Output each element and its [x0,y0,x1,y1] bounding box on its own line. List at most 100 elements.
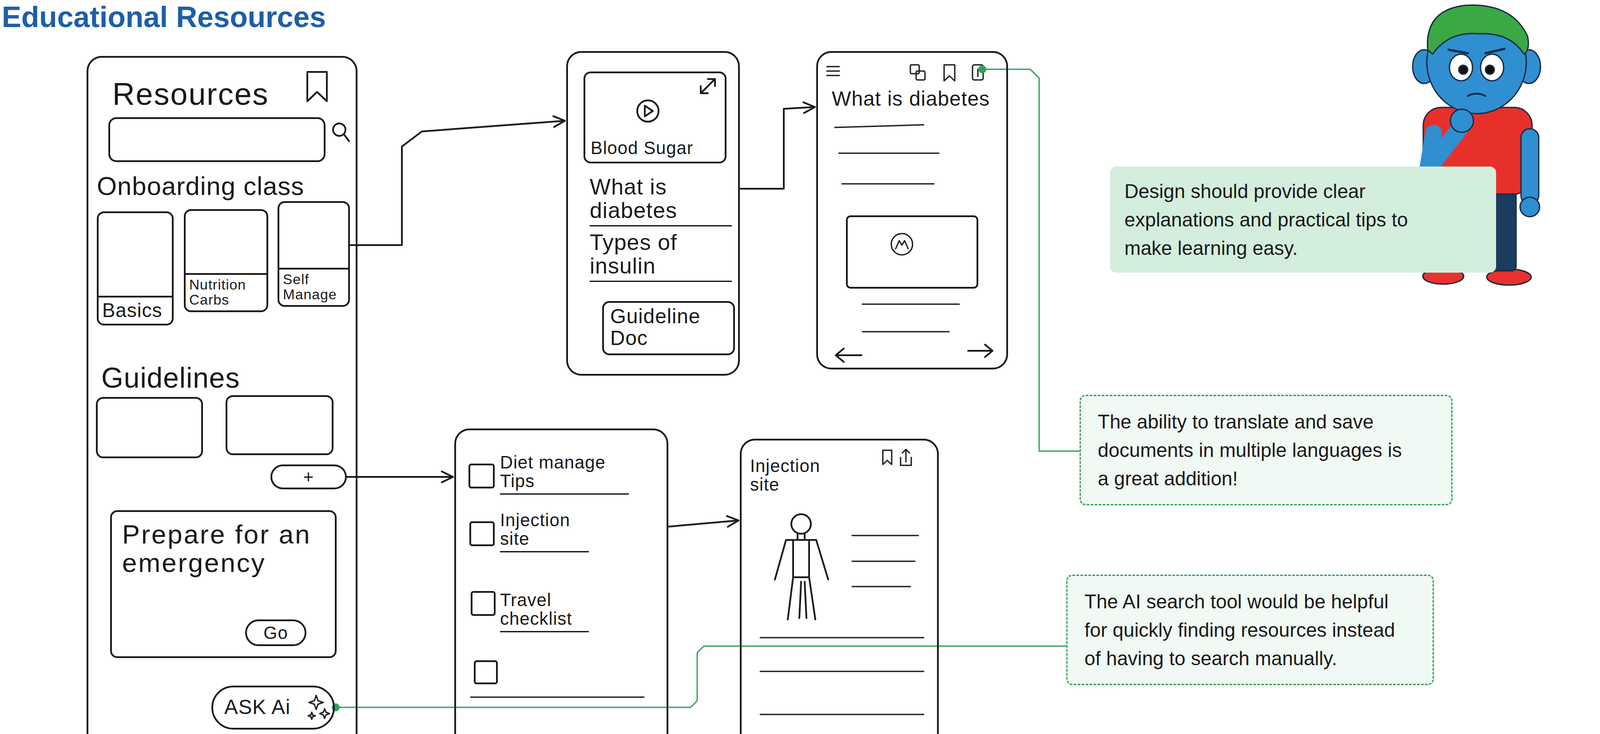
leader-dot [978,65,987,74]
arrow-head [726,516,739,527]
play-icon [644,105,653,117]
menu-icon [826,66,840,76]
pupil [1485,65,1495,75]
checkbox [471,591,495,616]
connector-line [349,120,565,246]
image-box [846,216,978,288]
sketch-label: Guideline Doc [610,305,728,350]
bookmark-icon [307,71,327,102]
sketch-card: Guideline Doc [602,301,735,356]
sketch-label: What is diabetes [831,87,1005,110]
page-title: Educational Resources [1,0,326,34]
search-icon [343,134,350,142]
sparkle-icon [308,712,316,720]
callout-text: The AI search tool would be helpful for … [1084,587,1402,673]
image-icon [891,233,913,255]
lesson-list-icons [637,79,715,122]
sketch-label: + [272,467,346,487]
text-line [862,304,960,332]
sketch-button: + [270,464,347,490]
connector-line [982,69,1080,452]
sketch-label: Self Manage [279,267,349,306]
next-arrow [968,344,993,358]
connector [668,516,739,527]
share-icon [900,449,912,466]
sketch-card: Blood Sugar [583,71,727,164]
checkbox [469,464,494,488]
eye [1480,54,1504,81]
connector [349,116,565,246]
feedback-callout: The ability to translate and save docume… [1079,394,1453,506]
sketch-label: What is diabetes [589,175,732,227]
body-figure [774,533,829,620]
phone-screen: What is diabetesTypes of insulinBlood Su… [566,51,740,376]
phone-screen: What is diabetes [816,51,1009,370]
checkbox [470,522,494,546]
bookmark-icon [882,450,892,465]
leader-dot [331,703,340,712]
text-line [852,535,919,587]
sketch-button: ASK Ai [211,685,335,730]
resources-screen-icons [96,71,350,720]
feedback-callout: The AI search tool would be helpful for … [1066,574,1434,686]
callout-text: Design should provide clear explanations… [1124,177,1436,263]
sketch-card: Self Manage [277,201,350,307]
expand-icon [700,79,715,94]
text-line [834,124,939,184]
connector [331,646,1067,712]
connector [739,102,815,189]
bookmark-icon [944,64,955,81]
connector-line [739,107,815,189]
sketch-label: Injection site [750,456,839,495]
sketch-label: Resources [112,77,299,111]
translate-icon [910,64,920,74]
sparkle-icon [309,695,324,710]
text-line [470,696,644,699]
sparkle-icon [319,708,330,719]
pupil [1458,65,1468,75]
hand [1450,109,1474,133]
back-arrow [835,348,862,362]
play-icon [637,100,659,122]
arrow-head [553,116,565,128]
phone-screen: Diet manage TipsInjection siteTravel che… [454,428,669,734]
hand [1520,197,1540,217]
arm [1520,128,1539,205]
search-bar [109,118,325,162]
connector [978,65,1080,452]
image-icon [895,240,909,249]
sketch-label: Onboarding class [96,172,346,200]
body-figure [791,514,811,534]
sketch-button: Go [245,619,307,647]
connector [346,471,453,483]
sketch-card: Nutrition Carbs [183,209,269,313]
info-icon [977,69,979,77]
tip-callout: Design should provide clear explanations… [1110,166,1497,273]
guideline-card [96,397,203,458]
sketch-card: Prepare for an emergencyGo [110,510,337,659]
sketch-label: Go [246,623,305,643]
sketch-label: Nutrition Carbs [185,273,267,311]
sketch-label: ASK Ai [224,696,309,719]
connector-line [346,476,453,478]
brow [1448,48,1505,54]
sketch-label: Travel checklist [500,590,589,633]
arm [1427,129,1459,170]
injection-screen-icons [760,449,924,715]
sketch-label: Prepare for an emergency [122,520,318,577]
text-line [760,637,924,715]
guideline-card [226,396,333,455]
sketch-label: Diet manage Tips [500,452,629,495]
eye [1449,54,1473,81]
sketch-label: Injection site [500,510,589,553]
sketch-label: Guidelines [101,363,297,394]
sketch-card: Basics [96,211,174,326]
translate-icon [916,71,926,80]
checkbox [474,661,497,684]
connector-line [335,646,1067,708]
phone-screen: ResourcesOnboarding classGuidelines Basic… [86,55,358,734]
arrow-head [803,102,815,113]
checklist-icons [469,464,644,698]
sketch-label: Basics [98,295,172,324]
